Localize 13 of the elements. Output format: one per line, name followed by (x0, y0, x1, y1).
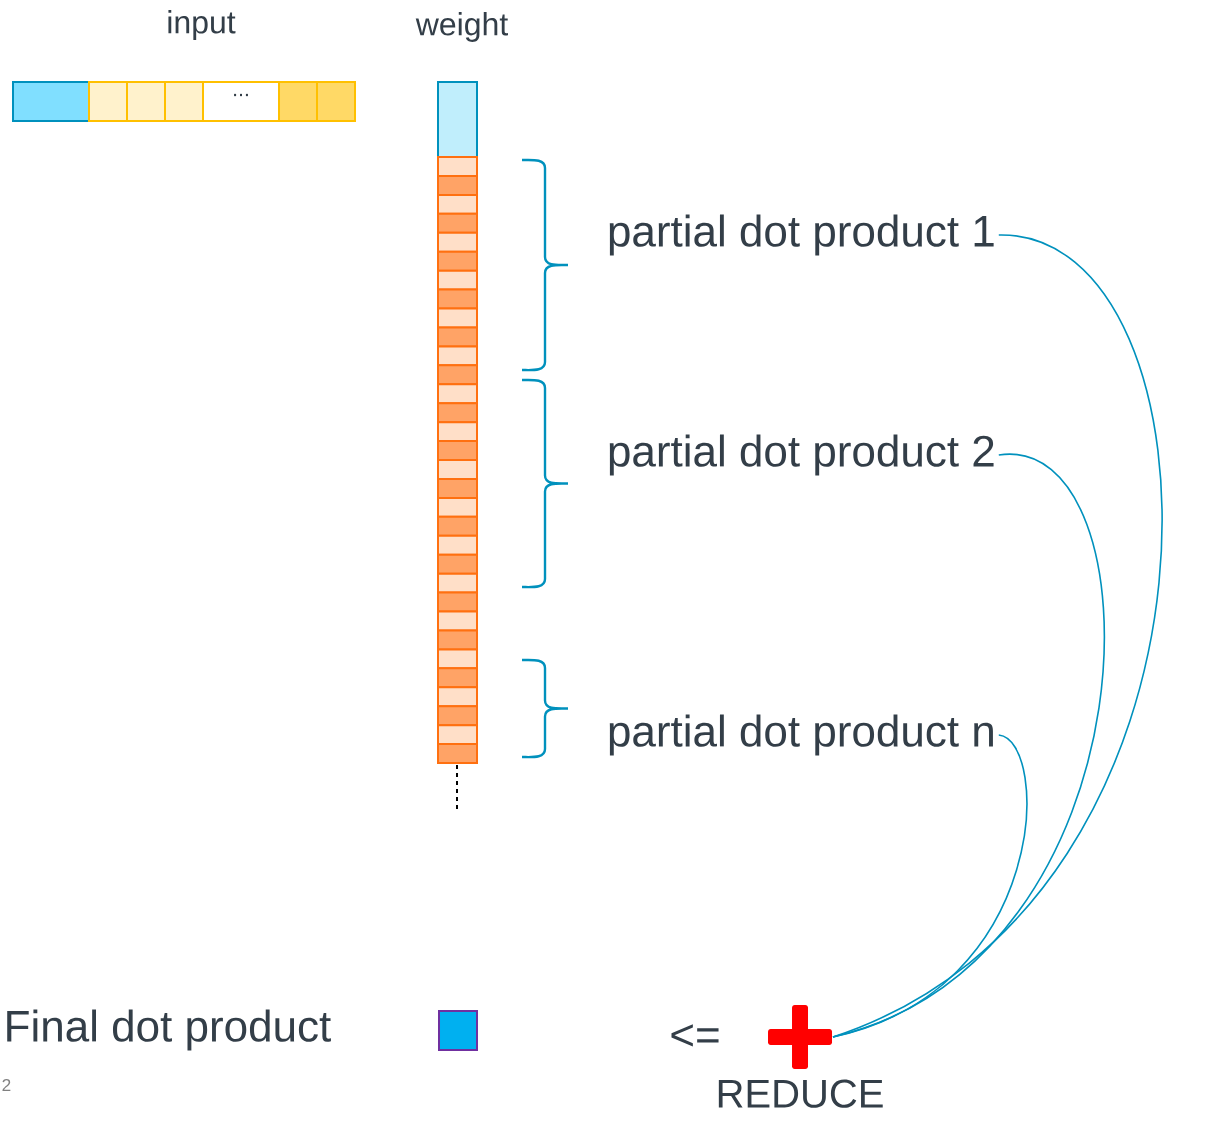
ellipsis: ... (234, 93, 248, 97)
connector-curve (832, 734, 1028, 1038)
plus-sign (768, 1005, 832, 1069)
text-label: partial dot product n (609, 714, 993, 756)
operator-symbol: <= (671, 1024, 719, 1047)
page-number: 2 (2, 1078, 11, 1092)
heading: weight (415, 12, 508, 42)
heading: input (168, 10, 236, 40)
text-label: REDUCE (718, 1079, 883, 1108)
text-label: partial dot product 2 (609, 434, 994, 476)
text-label: partial dot product 1 (609, 214, 994, 256)
connector-curve (832, 234, 1163, 1038)
text-label: Final dot product (7, 1009, 331, 1051)
